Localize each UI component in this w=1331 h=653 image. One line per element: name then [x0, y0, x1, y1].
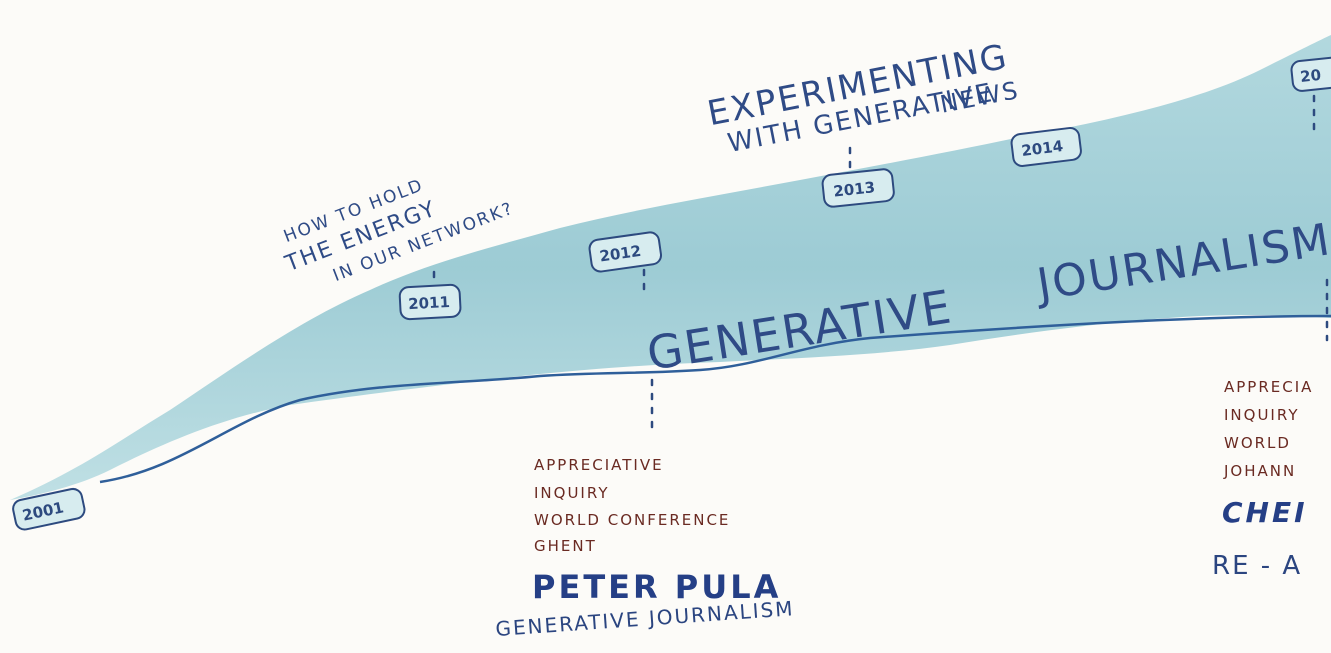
svg-text:20: 20 — [1299, 66, 1322, 86]
svg-text:APPRECIATIVE: APPRECIATIVE — [534, 456, 664, 474]
svg-text:WORLD: WORLD — [1224, 434, 1291, 452]
year-marker-2011: 2011 — [398, 283, 462, 321]
svg-text:GHENT: GHENT — [534, 537, 597, 555]
timeline-band — [10, 35, 1331, 500]
svg-text:JOHANN: JOHANN — [1223, 462, 1296, 480]
year-marker-2012: 2012 — [588, 231, 662, 273]
year-marker-partial: 20 — [1290, 55, 1331, 92]
svg-text:APPRECIA: APPRECIA — [1224, 378, 1313, 396]
svg-text:INQUIRY: INQUIRY — [1224, 406, 1299, 424]
svg-text:CHEI: CHEI — [1222, 496, 1308, 529]
event-right-cutoff: APPRECIA INQUIRY WORLD JOHANN CHEI RE - … — [1212, 378, 1313, 581]
year-marker-2013: 2013 — [821, 168, 895, 208]
year-marker-2014: 2014 — [1010, 126, 1082, 167]
event-peter-pula: APPRECIATIVE INQUIRY WORLD CONFERENCE GH… — [495, 456, 796, 641]
svg-text:RE - A: RE - A — [1212, 551, 1302, 581]
svg-text:2011: 2011 — [408, 293, 451, 313]
svg-text:2014: 2014 — [1020, 137, 1064, 160]
svg-text:INQUIRY: INQUIRY — [534, 484, 609, 502]
svg-text:2012: 2012 — [598, 242, 642, 266]
timeline-band-edge — [99, 314, 1331, 484]
year-marker-2001: 2001 — [12, 487, 86, 531]
svg-text:PETER PULA: PETER PULA — [532, 568, 781, 606]
note-experimenting: EXPERIMENTING WITH GENERATIVE NEWS — [704, 37, 1022, 159]
svg-text:WORLD CONFERENCE: WORLD CONFERENCE — [534, 511, 730, 529]
svg-text:2013: 2013 — [833, 178, 876, 200]
